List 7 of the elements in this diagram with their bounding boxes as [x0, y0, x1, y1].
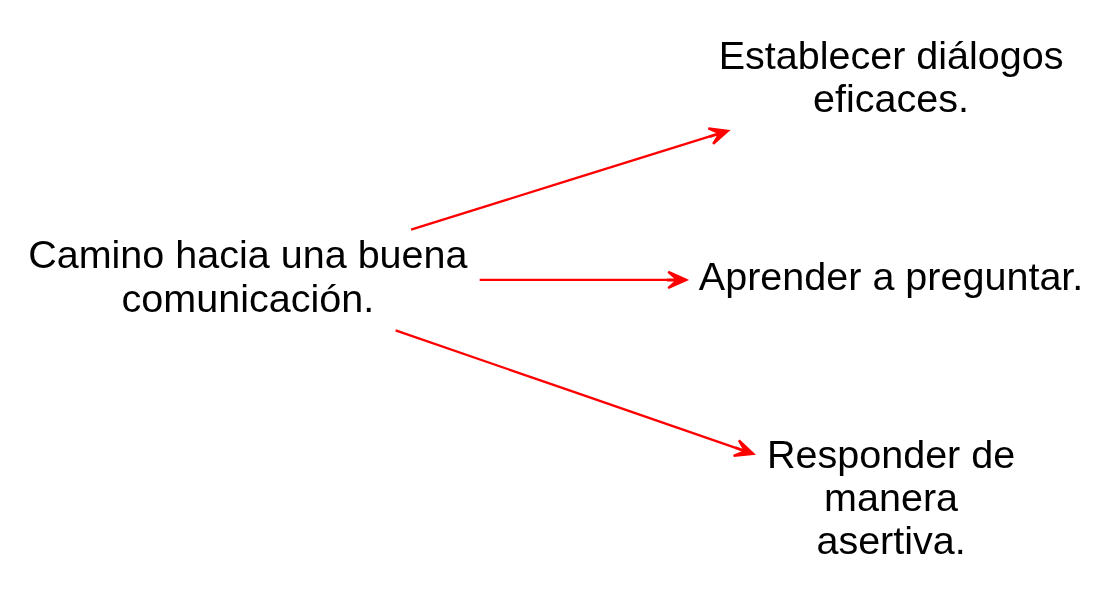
node-text: Responder de manera asertiva. [766, 431, 1016, 562]
node-text: Camino hacia una buena comunicación. [28, 231, 468, 320]
arrow [410, 126, 730, 231]
node-text: Aprender a preguntar. [698, 253, 1084, 298]
node-text: Establecer diálogos eficaces. [718, 32, 1064, 120]
arrow [479, 270, 688, 289]
arrow [395, 328, 755, 457]
